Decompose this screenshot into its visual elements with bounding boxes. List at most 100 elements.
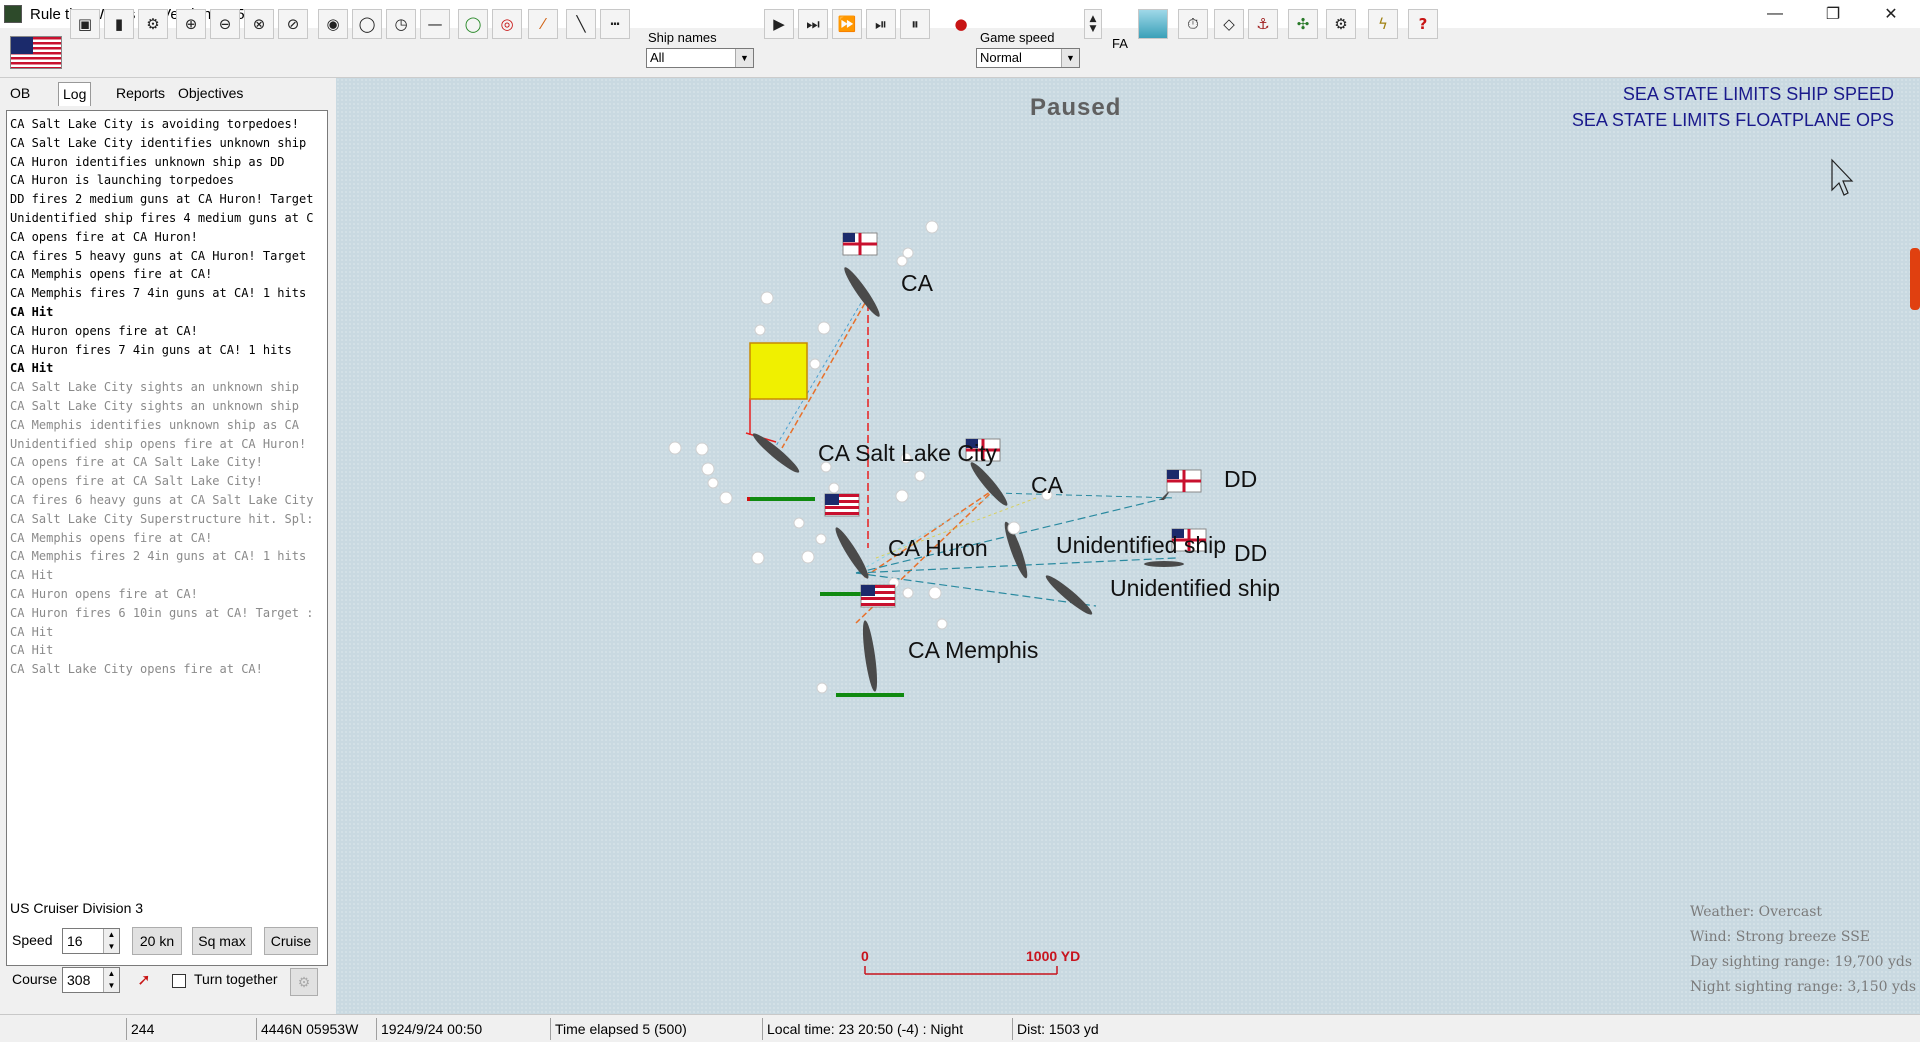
weather-text: Weather: Overcast bbox=[1690, 904, 1823, 920]
eraser-icon[interactable]: ◇ bbox=[1214, 9, 1244, 39]
log-entry: CA Salt Lake City opens fire at CA! bbox=[10, 662, 263, 677]
green-circle-icon[interactable]: ◯ bbox=[458, 9, 488, 39]
division-name: US Cruiser Division 3 bbox=[10, 900, 144, 916]
speed-value: 16 bbox=[67, 933, 83, 949]
ship-label-ca-huron[interactable]: CA Huron bbox=[888, 535, 988, 561]
ship-hull-unidentified-1[interactable] bbox=[1001, 520, 1031, 580]
turn-together-checkbox[interactable] bbox=[172, 974, 186, 988]
log-entry: CA Huron opens fire at CA! bbox=[10, 323, 198, 338]
ship-names-select[interactable]: All ▼ bbox=[646, 48, 754, 68]
us-flag-icon bbox=[860, 584, 896, 608]
cruise-button[interactable]: Cruise bbox=[264, 927, 318, 955]
us-flag-icon bbox=[824, 493, 860, 517]
game-speed-select[interactable]: Normal ▼ bbox=[976, 48, 1080, 68]
ship-label-dd[interactable]: DD bbox=[1224, 466, 1258, 492]
night-sighting-text: Night sighting range: 3,150 yds bbox=[1690, 979, 1917, 995]
log-entry: Unidentified ship fires 4 medium guns at… bbox=[10, 210, 314, 225]
ship-hull-salt-lake-city[interactable] bbox=[750, 430, 802, 476]
fire-line bbox=[855, 557, 1177, 574]
ship-hull-unidentified-2[interactable] bbox=[1043, 572, 1095, 618]
royal-navy-flag-icon bbox=[1171, 528, 1207, 552]
zoom-out-icon[interactable]: ⊖ bbox=[210, 9, 240, 39]
waypoint-marker[interactable] bbox=[749, 342, 808, 400]
pause-icon[interactable]: ⏸ bbox=[900, 9, 930, 39]
tab-objectives[interactable]: Objectives bbox=[178, 85, 244, 101]
log-entry: CA Memphis opens fire at CA! bbox=[10, 530, 213, 545]
zoom-in-icon[interactable]: ⊕ bbox=[176, 9, 206, 39]
fa-label: FA bbox=[1112, 36, 1128, 51]
ship-label-ca-memphis[interactable]: CA Memphis bbox=[908, 637, 1039, 663]
map-scroll-handle[interactable] bbox=[1910, 248, 1920, 310]
step-icon[interactable]: ⏭ bbox=[798, 9, 828, 39]
speed-spinner-icon[interactable]: ▲▼ bbox=[1084, 9, 1102, 39]
ship-label-dd[interactable]: DD bbox=[1234, 540, 1268, 566]
ship-label-unidentified[interactable]: Unidentified ship bbox=[1110, 575, 1281, 601]
ship-label-unidentified[interactable]: Unidentified ship bbox=[1056, 532, 1227, 558]
dotted-line-icon[interactable]: ┅ bbox=[600, 9, 630, 39]
anchor-icon[interactable]: ⚓ bbox=[1248, 9, 1278, 39]
stopwatch-icon[interactable]: ⏱ bbox=[1178, 9, 1208, 39]
settings-gear-icon[interactable]: ⚙ bbox=[290, 968, 318, 996]
binoculars-icon[interactable]: ◉ bbox=[318, 9, 348, 39]
speed-stepper[interactable]: 16 ▲▼ bbox=[62, 928, 120, 954]
log-entry: CA Memphis fires 2 4in guns at CA! 1 hit… bbox=[10, 549, 307, 564]
save-icon[interactable]: ▣ bbox=[70, 9, 100, 39]
tab-log[interactable]: Log bbox=[58, 82, 92, 106]
log-entry: CA opens fire at CA Salt Lake City! bbox=[10, 474, 263, 489]
speed-20kn-button[interactable]: 20 kn bbox=[132, 927, 182, 955]
tab-reports[interactable]: Reports bbox=[116, 85, 166, 101]
ship-hull-dd-2[interactable] bbox=[1144, 561, 1184, 567]
status-cell-position: 4446N 05953W bbox=[256, 1018, 380, 1040]
log-entry: CA Huron is launching torpedoes bbox=[10, 173, 234, 188]
ship-hull-ca-enemy-mid[interactable] bbox=[967, 459, 1011, 508]
range-circle-icon[interactable]: ◯ bbox=[352, 9, 382, 39]
zoom-reset-icon[interactable]: ⊘ bbox=[278, 9, 308, 39]
add-settings-icon[interactable]: ⚙ bbox=[1326, 9, 1356, 39]
log-entry: CA Salt Lake City Superstructure hit. Sp… bbox=[10, 511, 314, 526]
course-stepper[interactable]: 308 ▲▼ bbox=[62, 967, 120, 993]
help-icon[interactable]: ? bbox=[1408, 9, 1438, 39]
ship-hull-ca-memphis[interactable] bbox=[860, 620, 880, 693]
ship-status-icon[interactable]: ▮ bbox=[104, 9, 134, 39]
log-entry: CA Huron fires 6 10in guns at CA! Target… bbox=[10, 605, 314, 620]
ship-names-label: Ship names bbox=[648, 30, 717, 45]
ship-label-ca[interactable]: CA bbox=[1031, 472, 1063, 498]
ship-label-ca[interactable]: CA bbox=[901, 270, 933, 296]
log-entry: CA Huron fires 7 4in guns at CA! 1 hits bbox=[10, 342, 292, 357]
spinner-arrows-icon[interactable]: ▲▼ bbox=[103, 929, 119, 953]
line-icon[interactable]: — bbox=[420, 9, 450, 39]
ship-hull-ca-huron[interactable] bbox=[832, 525, 872, 581]
course-pointer-icon[interactable]: ➚ bbox=[130, 968, 158, 996]
battle-log[interactable]: CA Salt Lake City is avoiding torpedoes!… bbox=[6, 110, 328, 966]
restore-button[interactable]: ❐ bbox=[1825, 6, 1841, 23]
sea-view-icon[interactable] bbox=[1138, 9, 1168, 39]
fast-forward-icon[interactable]: ⏩ bbox=[832, 9, 862, 39]
ship-hull-ca-enemy-north[interactable] bbox=[841, 265, 884, 320]
royal-navy-flag-icon bbox=[965, 438, 1001, 462]
us-flag-icon[interactable] bbox=[10, 36, 62, 69]
paused-indicator: Paused bbox=[1030, 94, 1122, 121]
tab-ob[interactable]: OB bbox=[10, 85, 31, 101]
fire-line bbox=[775, 302, 862, 447]
skip-icon[interactable]: ⏯ bbox=[866, 9, 896, 39]
spinner-arrows-icon[interactable]: ▲▼ bbox=[103, 968, 119, 992]
close-button[interactable]: ✕ bbox=[1884, 6, 1898, 23]
course-value: 308 bbox=[67, 972, 91, 988]
play-icon[interactable]: ▶ bbox=[764, 9, 794, 39]
battle-map[interactable]: Paused SEA STATE LIMITS SHIP SPEED SEA S… bbox=[336, 78, 1920, 1014]
record-icon[interactable]: ● bbox=[954, 15, 968, 33]
minimize-button[interactable]: — bbox=[1767, 5, 1783, 22]
damage-report-icon[interactable]: ⚙ bbox=[138, 9, 168, 39]
ship-label-salt-lake-city[interactable]: CA Salt Lake City bbox=[818, 440, 997, 466]
torpedo-line-icon[interactable]: ╲ bbox=[566, 9, 596, 39]
fire-line-icon[interactable]: ⁄ bbox=[528, 9, 558, 39]
mouse-cursor-icon bbox=[1831, 158, 1854, 196]
target-circle-icon[interactable]: ◎ bbox=[492, 9, 522, 39]
status-cell-local-time: Local time: 23 20:50 (-4) : Night bbox=[762, 1018, 1012, 1040]
game-speed-value: Normal bbox=[980, 50, 1022, 65]
clock-circle-icon[interactable]: ◷ bbox=[386, 9, 416, 39]
sq-max-button[interactable]: Sq max bbox=[192, 927, 252, 955]
lightning-icon[interactable]: ϟ bbox=[1368, 9, 1398, 39]
formation-icon[interactable]: ✣ bbox=[1288, 9, 1318, 39]
zoom-fit-icon[interactable]: ⊗ bbox=[244, 9, 274, 39]
